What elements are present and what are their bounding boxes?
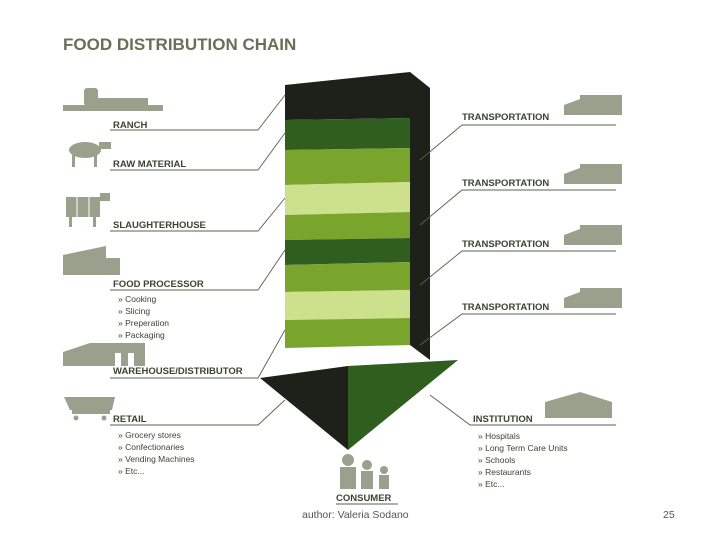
arrowhead-left-face bbox=[260, 366, 348, 450]
truck-icon bbox=[564, 164, 622, 184]
retail-bullet-1: » Grocery stores bbox=[118, 430, 181, 440]
band-mid-green-1 bbox=[285, 148, 410, 185]
processor-bullet-3: » Preperation bbox=[118, 318, 169, 328]
left-connectors bbox=[110, 94, 286, 426]
author-credit: author: Valeria Sodano bbox=[302, 509, 409, 521]
truck-icon bbox=[564, 288, 622, 308]
band-mid-green-4 bbox=[285, 318, 410, 348]
institution-bullet-1: » Hospitals bbox=[478, 431, 520, 441]
arrowhead-right-face bbox=[348, 360, 458, 450]
stage-label-food-processor: FOOD PROCESSOR bbox=[113, 279, 204, 290]
factory-icon bbox=[63, 246, 120, 275]
column-side-shadow bbox=[410, 72, 430, 360]
warehouse-icon bbox=[63, 343, 145, 366]
retail-bullet-3: » Vending Machines bbox=[118, 454, 195, 464]
right-connectors bbox=[419, 124, 616, 426]
consumer-label: CONSUMER bbox=[336, 493, 392, 504]
retail-bullet-2: » Confectionaries bbox=[118, 442, 184, 452]
truck-icon bbox=[564, 95, 622, 115]
butcher-cow-icon bbox=[66, 193, 110, 227]
stage-label-transportation-1: TRANSPORTATION bbox=[462, 112, 549, 123]
stage-label-warehouse-distributor: WAREHOUSE/DISTRIBUTOR bbox=[113, 366, 243, 377]
stage-label-retail: RETAIL bbox=[113, 414, 147, 425]
band-dark-green-1 bbox=[285, 118, 410, 150]
institution-bullet-4: » Restaurants bbox=[478, 467, 531, 477]
cow-icon bbox=[69, 142, 111, 167]
band-light-green-1 bbox=[285, 182, 410, 215]
stage-label-transportation-4: TRANSPORTATION bbox=[462, 302, 549, 313]
institution-bullet-2: » Long Term Care Units bbox=[478, 443, 568, 453]
truck-icon bbox=[564, 225, 622, 245]
distribution-column bbox=[260, 72, 458, 450]
stage-label-transportation-3: TRANSPORTATION bbox=[462, 239, 549, 250]
stage-label-slaughterhouse: SLAUGHTERHOUSE bbox=[113, 220, 206, 231]
processor-bullet-1: » Cooking bbox=[118, 294, 157, 304]
band-dark-green-2 bbox=[285, 238, 410, 265]
institution-bullet-5: » Etc... bbox=[478, 479, 504, 489]
stage-label-transportation-2: TRANSPORTATION bbox=[462, 178, 549, 189]
stage-label-ranch: RANCH bbox=[113, 120, 147, 131]
page-number: 25 bbox=[663, 509, 675, 521]
retail-bullet-4: » Etc... bbox=[118, 466, 144, 476]
processor-bullet-4: » Packaging bbox=[118, 330, 165, 340]
band-mid-green-2 bbox=[285, 212, 410, 240]
band-mid-green-3 bbox=[285, 262, 410, 292]
stage-label-raw-material: RAW MATERIAL bbox=[113, 159, 186, 170]
band-light-green-2 bbox=[285, 290, 410, 320]
ranch-icon bbox=[63, 88, 163, 111]
band-black-top bbox=[285, 72, 410, 120]
family-icon bbox=[340, 454, 389, 489]
institution-building-icon bbox=[545, 392, 612, 418]
page-title: FOOD DISTRIBUTION CHAIN bbox=[63, 35, 296, 54]
institution-bullet-3: » Schools bbox=[478, 455, 515, 465]
stage-label-institution: INSTITUTION bbox=[473, 414, 533, 425]
processor-bullet-2: » Slicing bbox=[118, 306, 150, 316]
shopping-cart-icon bbox=[64, 397, 115, 421]
